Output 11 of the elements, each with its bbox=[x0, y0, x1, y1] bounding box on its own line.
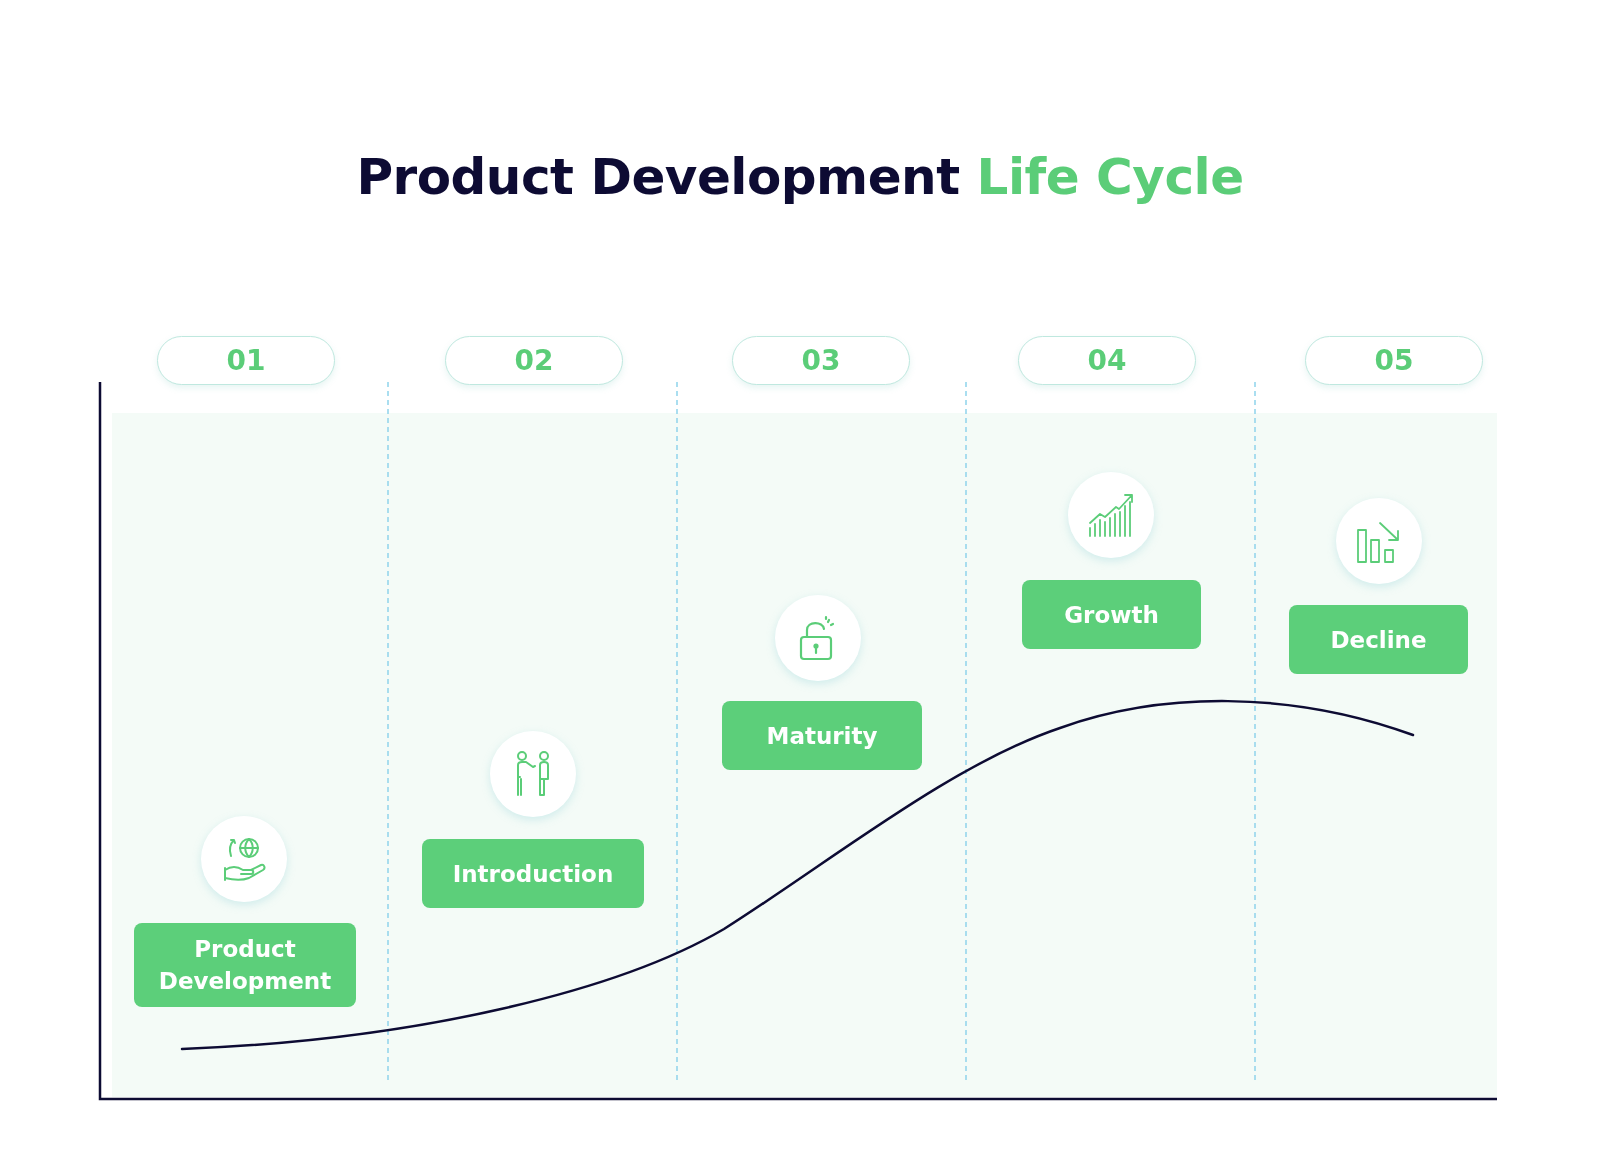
stage-label-box: Decline bbox=[1289, 605, 1468, 674]
step-number-pill: 03 bbox=[732, 336, 910, 385]
stage-label-box: Introduction bbox=[422, 839, 644, 908]
step-number-pill: 02 bbox=[445, 336, 623, 385]
step-number-pill: 05 bbox=[1305, 336, 1483, 385]
title: Product Development Life Cycle bbox=[356, 148, 1244, 208]
stage-label-box: Product Development bbox=[134, 923, 356, 1007]
step-number-pill: 04 bbox=[1018, 336, 1196, 385]
stage-label-box: Growth bbox=[1022, 580, 1201, 649]
step-number-pill: 01 bbox=[157, 336, 335, 385]
stage-label-box: Maturity bbox=[722, 701, 922, 770]
